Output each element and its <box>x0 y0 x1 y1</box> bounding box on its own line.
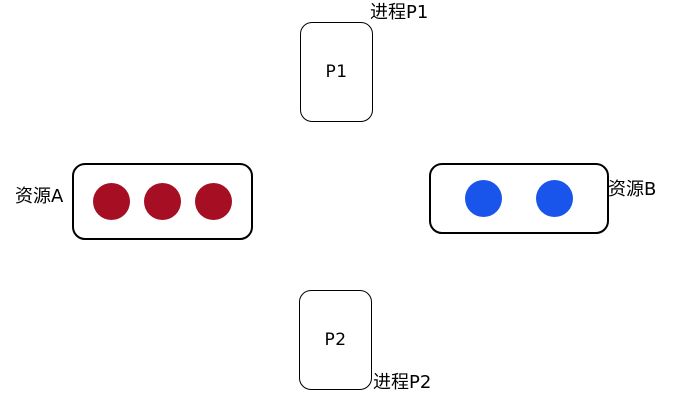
resource-a-instance-dot <box>93 183 130 220</box>
resource-a-label: 资源A <box>15 186 64 207</box>
resource-b-label: 资源B <box>608 179 657 200</box>
resource-node-b <box>429 163 609 234</box>
process-p2-label: P2 <box>324 330 347 350</box>
process-p1-label: P1 <box>325 62 348 82</box>
process-node-p2: P2 <box>299 290 372 390</box>
process-node-p1: P1 <box>300 22 373 122</box>
resource-node-a <box>72 163 253 240</box>
process-p2-annotation: 进程P2 <box>373 372 432 393</box>
resource-b-instance-dot <box>465 180 502 217</box>
resource-a-instance-dot <box>144 183 181 220</box>
resource-b-instance-dot <box>536 180 573 217</box>
process-p1-annotation: 进程P1 <box>370 2 429 23</box>
resource-a-instance-dot <box>195 183 232 220</box>
